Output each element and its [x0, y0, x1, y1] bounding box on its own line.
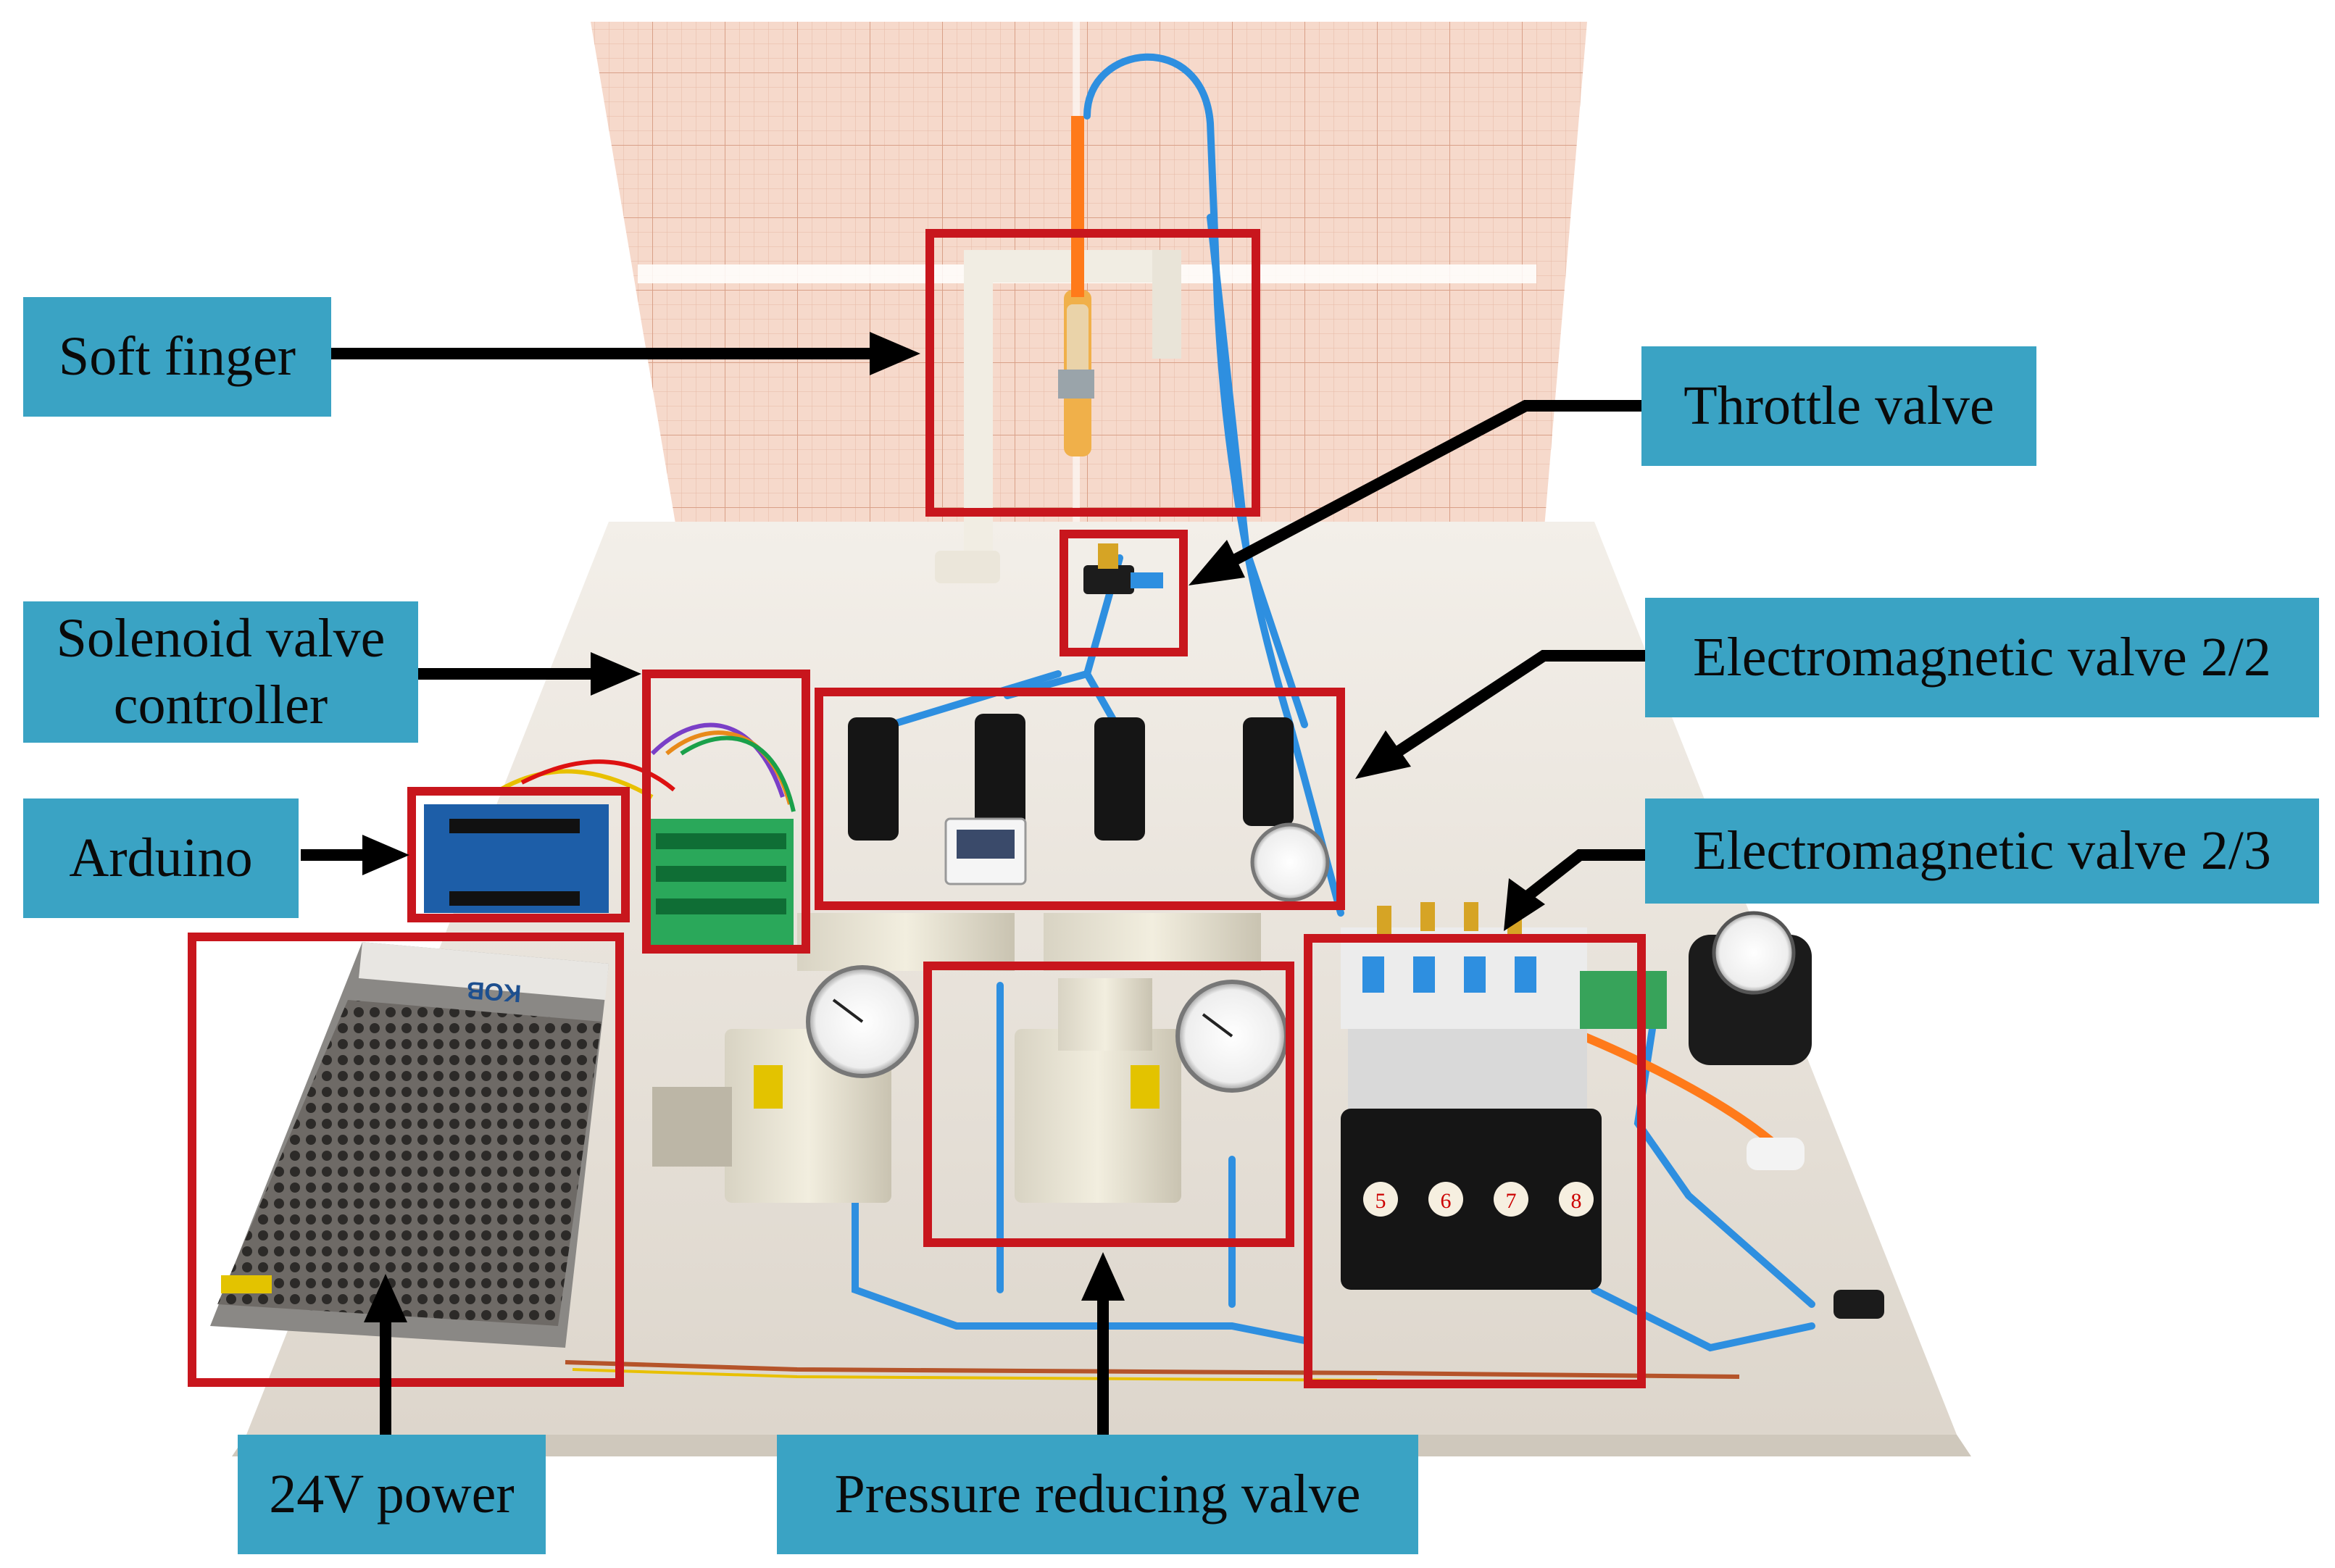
bottom-wiring: [565, 1360, 1740, 1379]
arrow-arduino: [301, 835, 409, 875]
highlight-power: [188, 933, 624, 1387]
arrow-throttle-valve: [1189, 400, 1645, 585]
arrow-solenoid-controller: [417, 652, 641, 696]
label-24v-power-text: 24V power: [269, 1463, 515, 1525]
label-electromagnetic-2-3-text: Electromagnetic valve 2/3: [1693, 820, 2271, 881]
label-soft-finger: Soft finger: [23, 297, 331, 417]
label-24v-power: 24V power: [238, 1435, 546, 1554]
valve-number-8: 8: [1571, 1189, 1582, 1213]
highlight-arduino: [407, 787, 630, 922]
pressure-reducing-valves: [652, 913, 1289, 1203]
highlight-boxes: [188, 229, 1646, 1388]
label-solenoid-line2: controller: [113, 674, 328, 735]
label-arduino: Arduino: [23, 798, 299, 918]
valve-number-6: 6: [1441, 1189, 1452, 1213]
highlight-electromagnetic-2-3: [1304, 934, 1646, 1388]
label-electromagnetic-valve-2-3: Electromagnetic valve 2/3: [1645, 798, 2319, 904]
orange-tube: [1563, 1025, 1778, 1148]
soft-finger-assembly: [935, 116, 1181, 583]
power-brand-label: KOB: [466, 976, 523, 1007]
highlight-pressure-reducing: [923, 962, 1294, 1247]
throttle-valve-device: [1083, 543, 1163, 594]
label-solenoid-line1: Solenoid valve: [56, 608, 386, 670]
label-soft-finger-text: Soft finger: [58, 325, 296, 387]
electromagnetic-valves-2-2: [848, 714, 1330, 902]
label-throttle-valve: Throttle valve: [1641, 346, 2036, 466]
highlight-solenoid-controller: [642, 670, 810, 954]
label-throttle-valve-text: Throttle valve: [1683, 375, 1994, 436]
label-solenoid-valve-controller: Solenoid valve controller: [23, 601, 418, 743]
highlight-throttle-valve: [1060, 530, 1188, 656]
solenoid-controller-device: [649, 722, 796, 949]
arrow-electromagnetic-2-2: [1355, 650, 1649, 779]
air-regulator: [1689, 911, 1884, 1319]
arrow-soft-finger: [330, 332, 920, 375]
arduino-device: [424, 759, 675, 913]
label-pressure-reducing-valve: Pressure reducing valve: [777, 1435, 1418, 1554]
arrow-electromagnetic-2-3: [1504, 849, 1649, 931]
annotation-arrows: [301, 332, 1649, 1438]
arrow-pressure-reducing: [1081, 1252, 1125, 1438]
valve-number-tags: 5 6 7 8: [1363, 1182, 1594, 1217]
electromagnetic-valves-2-3: 5 6 7 8: [1341, 902, 1667, 1290]
label-electromagnetic-valve-2-2: Electromagnetic valve 2/2: [1645, 598, 2319, 717]
highlight-electromagnetic-2-2: [815, 688, 1345, 910]
bottom-wiring-yellow: [572, 1368, 1378, 1382]
label-arduino-text: Arduino: [69, 827, 253, 888]
label-pressure-reducing-text: Pressure reducing valve: [834, 1463, 1361, 1525]
highlight-soft-finger: [925, 229, 1260, 517]
arrow-24v-power: [364, 1274, 407, 1438]
power-supply-device: KOB: [210, 942, 609, 1348]
valve-number-5: 5: [1375, 1189, 1386, 1213]
label-electromagnetic-2-2-text: Electromagnetic valve 2/2: [1693, 626, 2271, 688]
valve-number-7: 7: [1506, 1189, 1517, 1213]
